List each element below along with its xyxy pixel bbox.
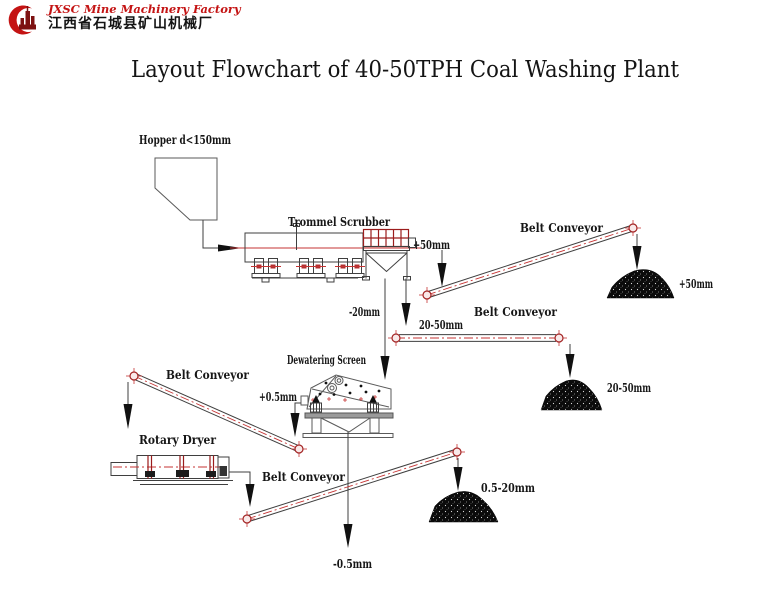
crescent-factory-logo-icon (8, 5, 36, 35)
belt-conveyor-top (419, 220, 642, 303)
trommel-rollers (251, 258, 365, 283)
pile-midsize-label: 20-50mm (607, 380, 651, 395)
rotary-dryer (110, 455, 255, 507)
trommel-label: Trommel Scrubber (288, 214, 390, 229)
trommel-screen-grid (362, 228, 410, 248)
dewatering-screen (290, 374, 394, 548)
hopper (154, 157, 242, 252)
page-title: Layout Flowchart of 40-50TPH Coal Washin… (131, 57, 680, 83)
trommel-undersize-label: -20mm (349, 304, 380, 319)
belt-conveyor-top-label: Belt Conveyor (520, 220, 603, 235)
belt-conveyor-mid-label: Belt Conveyor (474, 304, 557, 319)
company-name-en: JXSC Mine Machinery Factory (48, 2, 241, 16)
trommel-oversize-label: +50mm (413, 237, 450, 252)
company-name: JXSC Mine Machinery Factory 江西省石城县矿山机械厂 (48, 3, 241, 33)
midsize-feed-label: 20-50mm (419, 317, 463, 332)
company-name-cn: 江西省石城县矿山机械厂 (48, 16, 213, 32)
belt-conveyor-left-label: Belt Conveyor (166, 367, 249, 382)
trommel-scrubber (230, 223, 421, 283)
rotary-dryer-label: Rotary Dryer (139, 432, 216, 447)
coal-pile-product (428, 491, 499, 523)
trommel-undersize-arrow (380, 278, 390, 380)
coal-pile-oversize (606, 269, 675, 299)
pile-oversize-label: +50mm (679, 276, 713, 291)
midsize-drop-arrow (401, 278, 411, 326)
company-logo: JXSC Mine Machinery Factory 江西省石城县矿山机械厂 (6, 3, 241, 37)
trommel-discharge-hopper (362, 250, 411, 281)
hopper-label: Hopper d<150mm (139, 132, 231, 147)
trommel-oversize-arrow (437, 250, 447, 287)
belt-conveyor-left (123, 368, 307, 457)
screen-undersize-label: -0.5mm (333, 556, 372, 571)
screen-oversize-label: +0.5mm (259, 389, 297, 404)
coal-pile-midsize (540, 379, 603, 411)
belt-conveyor-mid (388, 330, 575, 378)
dewatering-screen-label: Dewatering Screen (287, 352, 366, 367)
pile-product-label: 0.5-20mm (481, 480, 535, 495)
belt-conveyor-bottom (239, 444, 465, 527)
belt-conveyor-bottom-label: Belt Conveyor (262, 469, 345, 484)
